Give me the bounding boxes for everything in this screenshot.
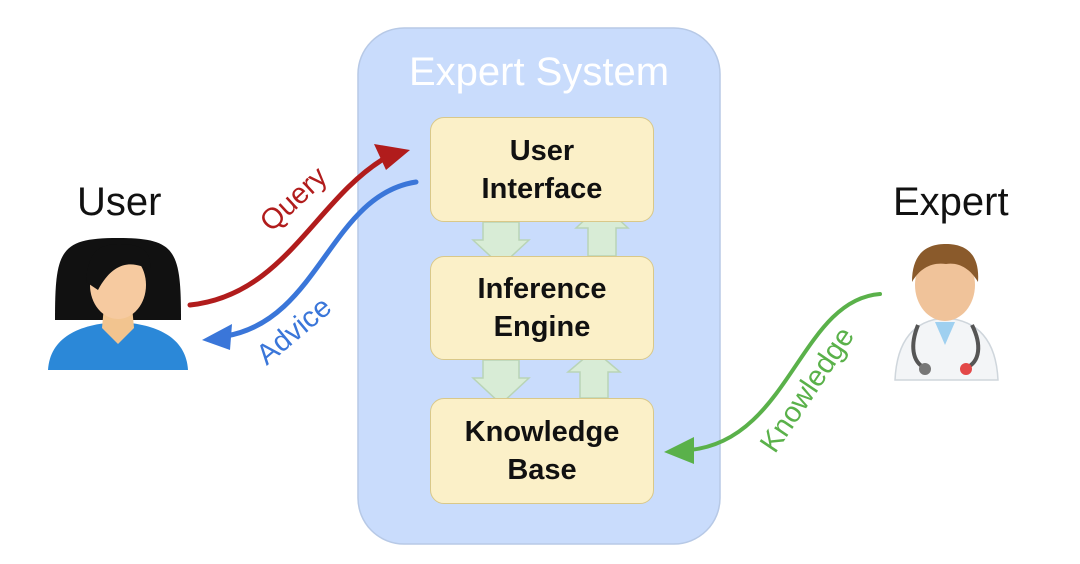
- query-label: Query: [254, 160, 334, 238]
- knowledge-base-box: Knowledge Base: [430, 398, 654, 504]
- query-arrowhead: [374, 144, 410, 170]
- query-arrow: [187, 155, 388, 308]
- expert-label: Expert: [893, 180, 1009, 224]
- advice-label: Advice: [251, 291, 338, 371]
- knowledge-label: Knowledge: [754, 322, 861, 459]
- user-label: User: [77, 180, 162, 224]
- woman-user-icon: [48, 238, 188, 370]
- up-arrow-kb-to-engine: [565, 349, 623, 399]
- knowledge-base-label: Knowledge Base: [464, 416, 620, 486]
- advice-arrowhead: [202, 324, 232, 350]
- user-interface-label: User Interface: [481, 134, 603, 205]
- knowledge-arrow: [688, 292, 882, 452]
- knowledge-arrowhead: [664, 437, 694, 464]
- inference-engine-box: Inference Engine: [430, 256, 654, 360]
- down-arrow-engine-to-kb: [471, 359, 531, 406]
- doctor-expert-icon: [894, 244, 999, 381]
- inference-engine-label: Inference Engine: [477, 273, 607, 343]
- down-arrow-ui-to-engine: [471, 221, 531, 268]
- expert-system-title: Expert System: [408, 50, 670, 94]
- advice-arrow: [223, 179, 419, 339]
- user-interface-box: User Interface: [430, 117, 654, 222]
